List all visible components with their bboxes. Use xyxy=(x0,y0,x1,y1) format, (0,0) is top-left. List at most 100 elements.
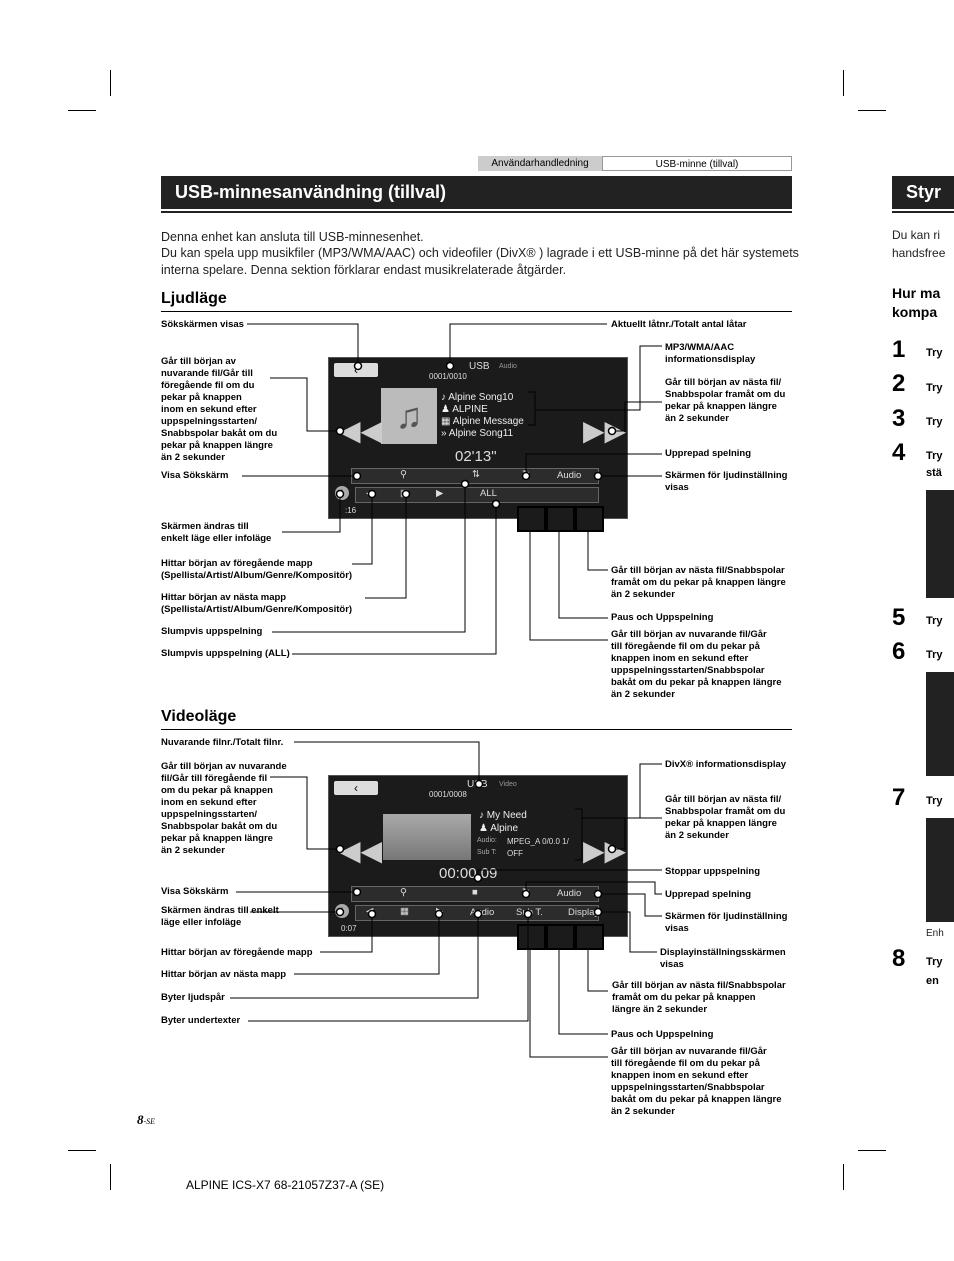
step-text: Try xyxy=(926,450,943,462)
audio-info-label: Audio: xyxy=(477,837,497,844)
clock: :16 xyxy=(345,506,357,515)
audio-heading: Ljudläge xyxy=(161,290,227,307)
leader-prev xyxy=(270,377,340,432)
audio-info-value: MPEG_A 0/0.0 1/ xyxy=(507,837,569,846)
mode-label: Audio xyxy=(499,363,517,370)
audio-settings-button[interactable]: Audio xyxy=(557,888,582,899)
leader-prev-2 xyxy=(529,531,608,641)
next-page-banner: Styr xyxy=(892,176,954,209)
step-text: Try xyxy=(926,416,943,428)
next-intro-1: Du kan ri xyxy=(892,228,941,242)
video-artist: ♟ Alpine xyxy=(479,823,519,834)
prev-track-button[interactable]: ◀◀ xyxy=(339,835,383,866)
next-screen-thumb xyxy=(926,490,954,598)
label-search-screen: Sökskärmen visas xyxy=(161,319,244,330)
track-counter: 0001/0010 xyxy=(429,372,467,381)
label-prev: Går till början av nuvarande fil/Går til… xyxy=(161,761,287,856)
mini-pause-button[interactable] xyxy=(546,924,575,950)
search-icon[interactable]: ⚲ xyxy=(400,469,407,480)
back-button[interactable]: ‹ xyxy=(334,781,378,795)
step-number: 8 xyxy=(892,945,906,972)
label-next-2: Går till början av nästa fil/Snabbspolar… xyxy=(611,565,786,600)
title-rule xyxy=(161,211,792,213)
step-number: 3 xyxy=(892,405,906,432)
leader-prev-folder xyxy=(320,914,373,953)
intro-line-1: Denna enhet kan ansluta till USB-minnese… xyxy=(161,230,424,244)
step-number: 4 xyxy=(892,439,906,466)
next-sub-1: Hur ma xyxy=(892,285,941,301)
leader-next-folder xyxy=(365,494,407,599)
leader-repeat xyxy=(525,881,662,895)
step-text-cont: en xyxy=(926,975,939,987)
leader-next-2 xyxy=(587,949,608,992)
leader-track-total xyxy=(449,323,607,366)
step-text: Try xyxy=(926,795,943,807)
song-next: » Alpine Song11 xyxy=(441,428,514,439)
label-prev-folder: Hittar början av föregående mapp xyxy=(161,947,313,958)
leader-prev-2 xyxy=(529,949,608,1058)
back-button[interactable]: ‹ xyxy=(334,363,378,377)
next-screen-thumb xyxy=(926,818,954,922)
step-number: 7 xyxy=(892,784,906,811)
crop-mark xyxy=(68,1150,96,1151)
step-text: Try xyxy=(926,956,943,968)
next-track-button[interactable]: ▶▶ xyxy=(583,835,627,866)
step-number: 1 xyxy=(892,336,906,363)
crop-mark xyxy=(843,70,844,96)
label-next-folder: Hittar början av nästa mapp (Spellista/A… xyxy=(161,592,353,615)
mini-prev-button[interactable] xyxy=(517,924,546,950)
step-text: Try xyxy=(926,649,943,661)
display-button[interactable]: Display xyxy=(568,907,600,918)
label-pause: Paus och Uppspelning xyxy=(611,1029,714,1040)
step-text: Try xyxy=(926,382,943,394)
leader-shuffle xyxy=(272,484,466,633)
search-icon[interactable]: ⚲ xyxy=(400,887,407,898)
mini-next-button[interactable] xyxy=(575,924,604,950)
next-screen-thumb xyxy=(926,672,954,776)
prev-track-button[interactable]: ◀◀ xyxy=(339,415,383,446)
crop-mark xyxy=(110,70,111,96)
source-label: USB xyxy=(469,361,490,372)
audio-screen: ‹ USB Audio 0001/0010 ♫ ◀◀ ▶▶ ♪ Alpine S… xyxy=(328,357,628,519)
label-display-settings: Displayinställningsskärmen visas xyxy=(660,947,786,970)
mini-next-button[interactable] xyxy=(575,506,604,532)
mini-prev-button[interactable] xyxy=(517,506,546,532)
next-folder-icon[interactable]: ▶ xyxy=(436,488,444,499)
mini-pause-button[interactable] xyxy=(546,506,575,532)
song-album: ▦ Alpine Message xyxy=(441,416,524,427)
label-prev-2: Går till början av nuvarande fil/Går til… xyxy=(611,1046,782,1117)
shuffle-icon[interactable]: ⇅ xyxy=(472,469,480,480)
audio-track-button[interactable]: Audio xyxy=(470,907,495,918)
leader-prev-folder xyxy=(352,494,373,565)
step-text-cont: stä xyxy=(926,467,942,479)
leader-stop xyxy=(477,869,662,878)
leader-pause xyxy=(558,531,608,619)
audio-settings-button[interactable]: Audio xyxy=(557,470,582,481)
leader-next-folder xyxy=(294,914,440,975)
mode-label: Video xyxy=(499,781,517,788)
label-next-2: Går till början av nästa fil/Snabbspolar… xyxy=(612,980,786,1015)
elapsed-time: 02'13" xyxy=(455,448,497,465)
stop-icon[interactable]: ■ xyxy=(472,887,478,898)
label-next: Går till början av nästa fil/ Snabbspola… xyxy=(665,377,786,424)
label-info-display: MP3/WMA/AAC informationsdisplay xyxy=(665,342,756,365)
label-repeat: Upprepad spelning xyxy=(665,448,752,459)
label-simple-mode: Skärmen ändras till enkelt läge eller in… xyxy=(161,905,279,928)
next-intro-2: handsfree xyxy=(892,246,946,260)
step-number: 5 xyxy=(892,604,906,631)
leader-search-screen xyxy=(247,323,359,366)
shuffle-all-label[interactable]: ALL xyxy=(480,488,497,499)
album-art: ♫ xyxy=(381,388,437,444)
leader-simple-mode xyxy=(282,494,341,533)
label-show-search: Visa Sökskärm xyxy=(161,886,229,897)
leader-repeat xyxy=(525,453,662,476)
label-stop: Stoppar uppspelning xyxy=(665,866,760,877)
next-page-rule xyxy=(892,211,954,213)
label-prev: Går till början av nuvarande fil/Går til… xyxy=(161,356,278,463)
leader-pause xyxy=(558,949,608,1035)
clock: 0:07 xyxy=(341,924,357,933)
video-thumbnail xyxy=(383,814,471,860)
footer-code: ALPINE ICS-X7 68-21057Z37-A (SE) xyxy=(186,1178,385,1192)
step-number: 2 xyxy=(892,370,906,397)
